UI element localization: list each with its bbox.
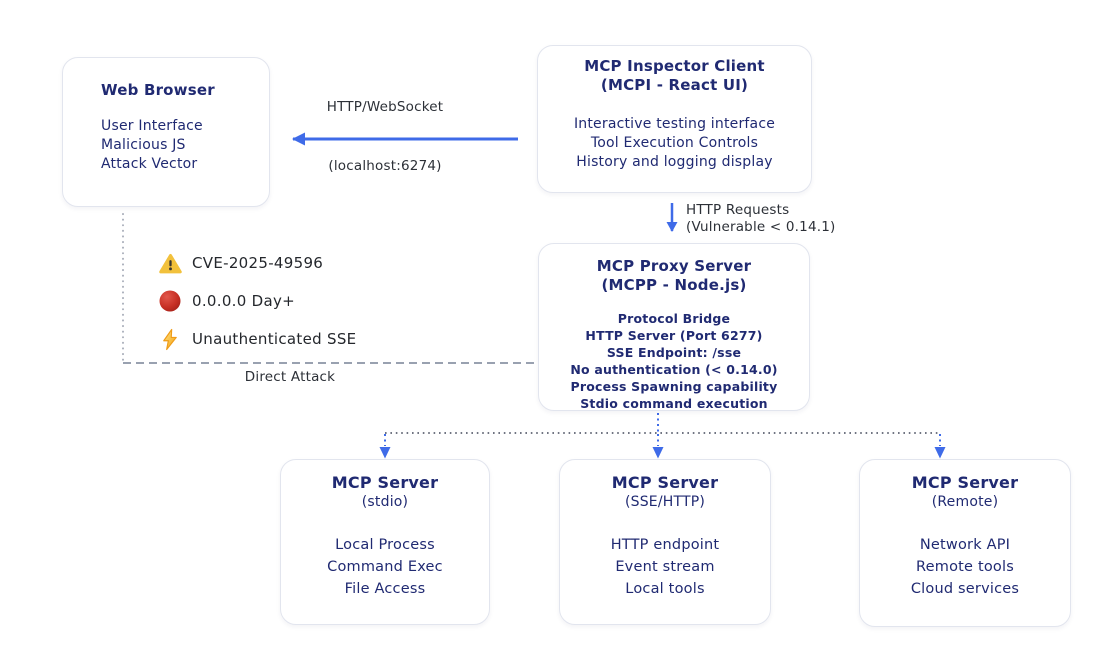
vulnerability-item: Unauthenticated SSE [157,327,356,351]
red-dot-icon [157,289,183,313]
mcp-proxy-server-node: MCP Proxy Server (MCPP - Node.js) Protoc… [538,243,810,411]
mcp-server-sse-node: MCP Server (SSE/HTTP) HTTP endpoint Even… [559,459,771,625]
vulnerability-list: CVE-2025-49596 0.0.0.0 Day+ [157,251,356,365]
inspector-line: Tool Execution Controls [590,135,759,151]
mcp-server-stdio-node: MCP Server (stdio) Local Process Command… [280,459,490,625]
proxy-line: SSE Endpoint: /sse [606,345,742,360]
proxy-line: HTTP Server (Port 6277) [585,328,763,343]
vulnerability-item: 0.0.0.0 Day+ [157,289,356,313]
proxy-line: Protocol Bridge [617,311,731,326]
server-line: Local tools [625,581,705,597]
server-line: Cloud services [910,581,1020,597]
web-browser-line: Attack Vector [101,156,198,172]
inspector-subtitle: (MCPI - React UI) [600,76,749,94]
http-requests-label: HTTP Requests (Vulnerable < 0.14.1) [686,202,836,236]
lightning-bolt-icon [157,328,183,351]
proxy-line: No authentication (< 0.14.0) [570,362,778,377]
server-subtitle: (SSE/HTTP) [624,494,706,510]
http-requests-label-line2: (Vulnerable < 0.14.1) [686,219,836,235]
proxy-line: Stdio command execution [580,396,768,411]
websocket-protocol-label: HTTP/WebSocket [326,99,444,115]
web-browser-line: User Interface [101,118,203,134]
direct-attack-label: Direct Attack [244,369,336,385]
vulnerability-label: Unauthenticated SSE [192,330,357,348]
server-line: Local Process [335,537,435,553]
server-line: HTTP endpoint [610,537,720,553]
server-line: File Access [344,581,426,597]
server-line: Remote tools [916,559,1014,575]
vulnerability-item: CVE-2025-49596 [157,251,356,275]
vulnerability-label: 0.0.0.0 Day+ [192,292,296,310]
server-subtitle: (Remote) [931,494,999,510]
web-browser-line: Malicious JS [101,137,186,153]
server-line: Network API [919,537,1011,553]
mcp-inspector-client-node: MCP Inspector Client (MCPI - React UI) I… [537,45,812,193]
server-line: Command Exec [327,559,443,575]
proxy-title: MCP Proxy Server [596,257,752,275]
mcp-server-remote-node: MCP Server (Remote) Network API Remote t… [859,459,1071,627]
server-title: MCP Server [331,473,439,492]
arrowhead-server-stdio [379,447,391,459]
arrowhead-server-remote [934,447,946,459]
http-requests-label-line1: HTTP Requests [686,202,790,218]
server-title: MCP Server [611,473,719,492]
arrowhead-server-sse [652,447,664,459]
inspector-line: Interactive testing interface [573,116,776,132]
server-title: MCP Server [911,473,1019,492]
proxy-subtitle: (MCPP - Node.js) [601,276,747,294]
web-browser-node: Web Browser User Interface Malicious JS … [62,57,270,207]
proxy-line: Process Spawning capability [570,379,778,394]
warning-triangle-icon [157,253,183,274]
inspector-title: MCP Inspector Client [584,57,765,75]
web-browser-title: Web Browser [101,81,215,99]
vulnerability-label: CVE-2025-49596 [192,254,324,272]
inspector-line: History and logging display [576,154,773,170]
server-line: Event stream [615,559,715,575]
server-subtitle: (stdio) [361,494,409,510]
websocket-endpoint-label: (localhost:6274) [328,158,442,174]
